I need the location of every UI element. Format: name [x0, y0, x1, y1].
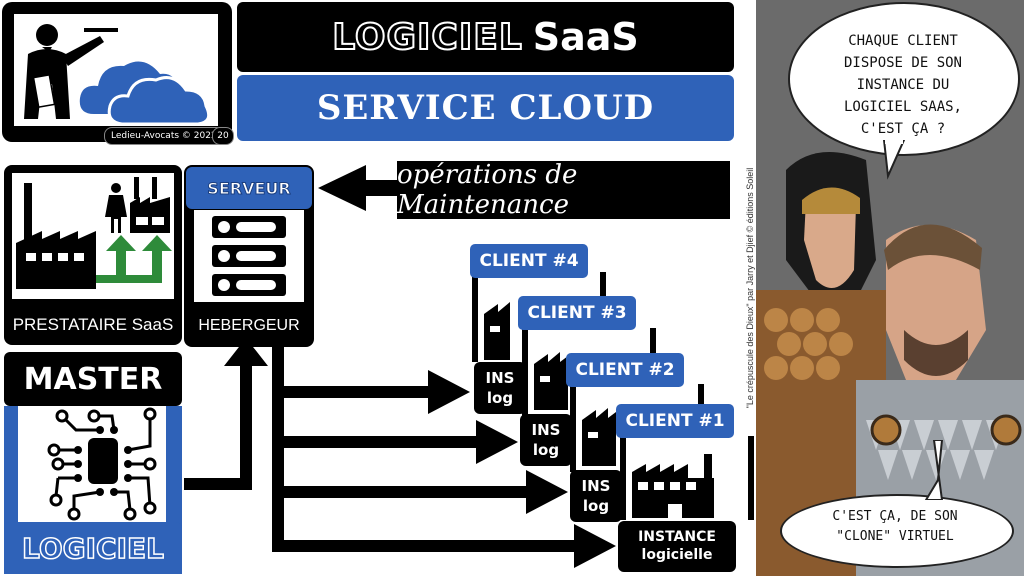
distribution-arrows [184, 338, 616, 568]
speech-bubble-top-text: CHAQUE CLIENT DISPOSE DE SON INSTANCE DU… [843, 33, 962, 137]
instance-badge: INS log [474, 362, 526, 414]
server-rack-icon [212, 245, 286, 267]
bubble-tail [882, 140, 906, 180]
master-footer: LOGICIEL [4, 522, 182, 574]
arrow-left-icon [318, 165, 398, 211]
instance-badge: INS log [520, 414, 572, 466]
comic-credit-text: "Le crépuscule des Dieux" par Jarry et D… [745, 167, 755, 409]
factory-icon [534, 352, 568, 410]
prestataire-label: PRESTATAIRE SaaS [12, 315, 174, 334]
master-illustration [18, 406, 166, 524]
client-tag: CLIENT #2 [566, 353, 684, 387]
client-tag: CLIENT #3 [518, 296, 636, 330]
arrow-right-icon [284, 370, 470, 414]
server-rack-icon [212, 274, 286, 296]
arrow-right-icon [284, 470, 568, 514]
comic-credit: "Le crépuscule des Dieux" par Jarry et D… [744, 2, 756, 574]
instance-badge: INSTANCE logicielle [618, 521, 736, 572]
prestataire-illustration [12, 173, 174, 299]
page-number-badge: 20 [212, 127, 234, 145]
master-footer-text: LOGICIEL [21, 531, 164, 566]
title-outline-text: LOGICIEL [331, 16, 523, 59]
hebergeur-label: HEBERGEUR [198, 317, 300, 334]
master-heading: MASTER [4, 352, 182, 406]
logo-illustration [14, 14, 218, 126]
green-up-arrows-icon [96, 235, 172, 283]
subtitle-bar: SERVICE CLOUD [237, 75, 734, 141]
speech-bubble-bottom-text: C'EST ÇA, DE SON "CLONE" VIRTUEL [832, 509, 958, 544]
maintenance-banner: opérations de Maintenance [397, 160, 730, 220]
factory-icon [632, 454, 714, 518]
subtitle-text: SERVICE CLOUD [316, 88, 655, 128]
small-factory-icon [130, 177, 170, 233]
speech-bubble-top [788, 2, 1020, 156]
factory-icon [484, 302, 510, 360]
title-bar: LOGICIEL SaaS [237, 2, 734, 72]
circuit-chip-icon [47, 407, 157, 521]
woman-icon [105, 183, 127, 233]
client-tag: CLIENT #4 [470, 244, 588, 278]
arrow-up-icon [184, 338, 268, 490]
factory-icon [16, 183, 96, 289]
server-rack-icon [212, 216, 286, 238]
instance-badge: INS log [570, 470, 622, 522]
trunk-line [272, 346, 284, 552]
client-tag: CLIENT #1 [616, 404, 734, 438]
waiter-with-cloud-icon [24, 24, 211, 126]
arrow-right-icon [284, 524, 616, 568]
master-heading-text: MASTER [23, 361, 163, 397]
speech-bubble-bottom [780, 494, 1014, 568]
title-solid-text: SaaS [532, 15, 639, 59]
arrow-right-icon [284, 420, 518, 464]
server-heading-text: SERVEUR [207, 178, 291, 198]
bubble-tail [924, 440, 944, 500]
factory-icon [582, 408, 616, 466]
maintenance-text: opérations de Maintenance [397, 160, 578, 220]
server-illustration [194, 210, 304, 302]
copyright-badge: Ledieu-Avocats © 2022 [104, 127, 224, 145]
server-heading: SERVEUR [186, 167, 312, 209]
